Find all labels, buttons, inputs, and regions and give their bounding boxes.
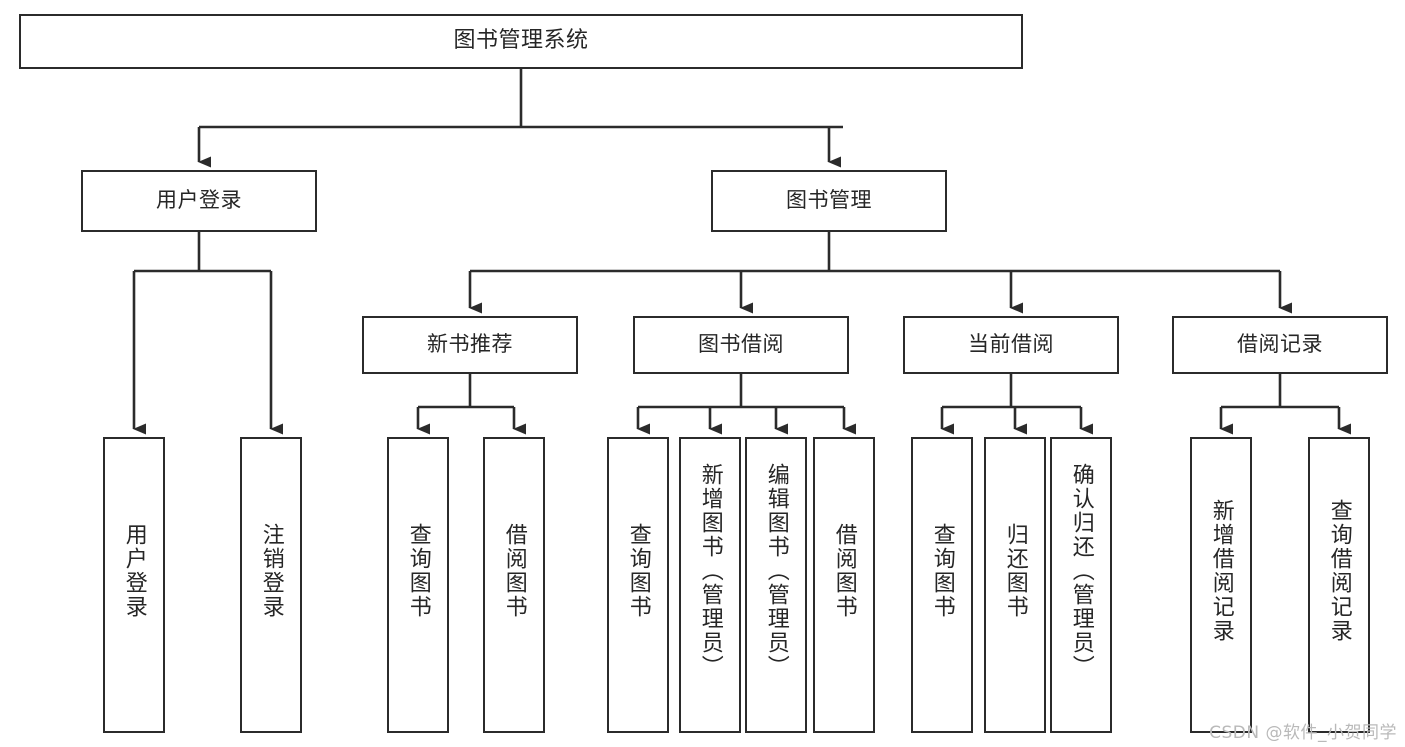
node-leaf-return-book[interactable]: 归还图书 bbox=[984, 437, 1046, 733]
node-book-manage[interactable]: 图书管理 bbox=[711, 170, 947, 232]
node-new-book-rec-label: 新书推荐 bbox=[427, 332, 513, 357]
node-leaf-add-book[interactable]: 新增图书（管理员） bbox=[679, 437, 741, 733]
node-book-borrow-label: 图书借阅 bbox=[698, 332, 784, 357]
node-leaf-query-book-3-label: 查询图书 bbox=[929, 523, 955, 619]
node-leaf-borrow-book-2-label: 借阅图书 bbox=[831, 523, 857, 619]
node-leaf-query-record[interactable]: 查询借阅记录 bbox=[1308, 437, 1370, 733]
node-leaf-query-record-label: 查询借阅记录 bbox=[1326, 499, 1352, 643]
node-leaf-logout-label: 注销登录 bbox=[258, 523, 284, 619]
node-root[interactable]: 图书管理系统 bbox=[19, 14, 1023, 69]
node-leaf-query-book-2[interactable]: 查询图书 bbox=[607, 437, 669, 733]
node-leaf-query-book-3[interactable]: 查询图书 bbox=[911, 437, 973, 733]
watermark: CSDN @软件_小贺同学 bbox=[1209, 723, 1397, 743]
node-borrow-record-label: 借阅记录 bbox=[1237, 332, 1323, 357]
node-leaf-user-login[interactable]: 用户登录 bbox=[103, 437, 165, 733]
node-leaf-add-book-label: 新增图书（管理员） bbox=[697, 463, 723, 679]
node-leaf-user-login-label: 用户登录 bbox=[121, 523, 147, 619]
node-leaf-edit-book[interactable]: 编辑图书（管理员） bbox=[745, 437, 807, 733]
node-new-book-rec[interactable]: 新书推荐 bbox=[362, 316, 578, 374]
node-leaf-query-book-1[interactable]: 查询图书 bbox=[387, 437, 449, 733]
node-book-manage-label: 图书管理 bbox=[786, 188, 872, 213]
node-leaf-confirm-return-label: 确认归还（管理员） bbox=[1068, 463, 1094, 679]
node-leaf-borrow-book-1-label: 借阅图书 bbox=[501, 523, 527, 619]
node-leaf-add-record-label: 新增借阅记录 bbox=[1208, 499, 1234, 643]
node-leaf-query-book-1-label: 查询图书 bbox=[405, 523, 431, 619]
node-root-label: 图书管理系统 bbox=[453, 28, 589, 54]
node-borrow-record[interactable]: 借阅记录 bbox=[1172, 316, 1388, 374]
node-user-login-label: 用户登录 bbox=[156, 188, 242, 213]
node-user-login[interactable]: 用户登录 bbox=[81, 170, 317, 232]
node-leaf-logout[interactable]: 注销登录 bbox=[240, 437, 302, 733]
node-leaf-add-record[interactable]: 新增借阅记录 bbox=[1190, 437, 1252, 733]
node-leaf-confirm-return[interactable]: 确认归还（管理员） bbox=[1050, 437, 1112, 733]
node-leaf-query-book-2-label: 查询图书 bbox=[625, 523, 651, 619]
node-current-borrow-label: 当前借阅 bbox=[968, 332, 1054, 357]
node-leaf-borrow-book-2[interactable]: 借阅图书 bbox=[813, 437, 875, 733]
node-leaf-edit-book-label: 编辑图书（管理员） bbox=[763, 463, 789, 679]
node-current-borrow[interactable]: 当前借阅 bbox=[903, 316, 1119, 374]
node-book-borrow[interactable]: 图书借阅 bbox=[633, 316, 849, 374]
node-leaf-return-book-label: 归还图书 bbox=[1002, 523, 1028, 619]
node-leaf-borrow-book-1[interactable]: 借阅图书 bbox=[483, 437, 545, 733]
